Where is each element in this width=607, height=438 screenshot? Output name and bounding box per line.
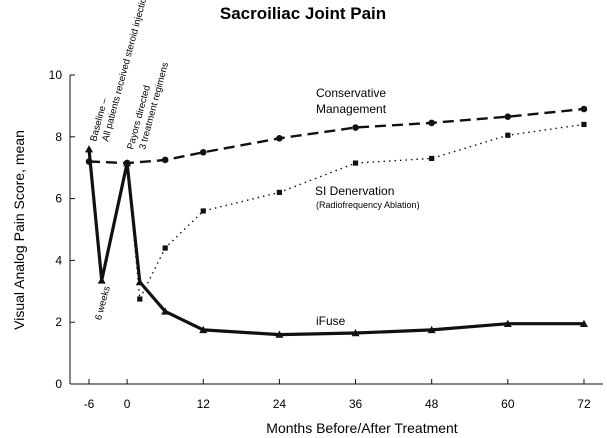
data-point-conservative-management (352, 124, 359, 131)
data-point-ifuse (85, 145, 94, 153)
series-line-si-denervation (126, 123, 585, 300)
data-point-si-denervation (505, 132, 511, 138)
data-point-ifuse (503, 319, 512, 327)
y-tick-label: 0 (55, 377, 62, 391)
data-point-ifuse (97, 276, 106, 284)
data-point-conservative-management (199, 148, 207, 156)
x-tick-label: 36 (349, 397, 363, 411)
data-point-conservative-management (504, 113, 512, 121)
chart-title: Sacroiliac Joint Pain (220, 4, 386, 23)
data-point-ifuse (579, 319, 588, 327)
annotation-ifuse: iFuse (316, 314, 346, 328)
y-tick-label: 6 (55, 192, 62, 206)
x-tick-label: 48 (425, 397, 439, 411)
x-tick-label: 60 (501, 397, 515, 411)
data-point-ifuse (161, 307, 170, 315)
annotation-rf-ablation: (Radiofrequency Ablation) (316, 200, 420, 210)
data-point-ifuse (135, 278, 144, 286)
data-point-ifuse (199, 325, 208, 334)
y-tick-label: 8 (55, 130, 62, 144)
x-tick-label: 12 (197, 397, 211, 411)
y-tick-label: 2 (55, 315, 62, 329)
data-point-si-denervation (352, 160, 359, 166)
data-point-ifuse (427, 325, 436, 334)
data-point-ifuse (275, 330, 284, 338)
data-point-si-denervation (276, 189, 282, 196)
series-line-ifuse (87, 149, 584, 337)
annotation-six-weeks: 6 weeks (93, 285, 113, 322)
annotation-conservative-line1: Conservative (316, 86, 386, 100)
x-tick-label: -6 (84, 397, 95, 411)
annotation-si-denervation: SI Denervation (315, 184, 394, 198)
x-tick-label: 24 (273, 397, 287, 411)
data-point-si-denervation (200, 208, 206, 214)
data-point-ifuse (123, 159, 132, 167)
y-tick-label: 10 (49, 68, 63, 82)
x-axis-label: Months Before/After Treatment (266, 420, 458, 436)
y-tick-label: 4 (55, 253, 62, 267)
x-tick-label: 72 (577, 397, 591, 411)
x-ticks: -6 0 12 24 36 48 60 72 (84, 379, 591, 411)
data-point-si-denervation (137, 296, 143, 302)
x-tick-label: 0 (124, 397, 131, 411)
data-point-si-denervation (429, 155, 435, 162)
data-point-conservative-management (276, 135, 283, 142)
data-point-ifuse (351, 329, 360, 337)
data-point-si-denervation (581, 121, 587, 128)
data-point-si-denervation (162, 245, 168, 251)
series-layer (85, 105, 588, 338)
y-ticks: 0 2 4 6 8 10 (49, 68, 75, 391)
data-point-conservative-management (428, 119, 435, 127)
data-point-conservative-management (161, 156, 169, 164)
annotation-conservative-line2: Management (316, 102, 387, 116)
y-axis-label: Visual Analog Pain Score, mean (11, 130, 27, 330)
data-point-conservative-management (580, 105, 588, 113)
